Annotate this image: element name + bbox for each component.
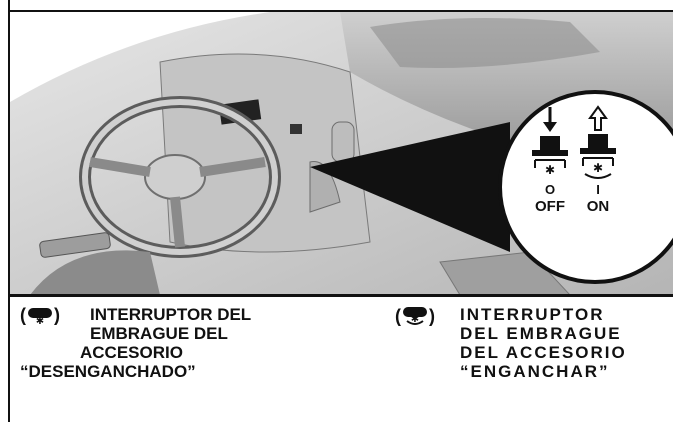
caption-divider (8, 294, 673, 297)
caption-right-line-4: “ENGANCHAR” (460, 362, 610, 381)
svg-text:✱: ✱ (545, 163, 555, 177)
caption-disengaged: ( ✱ ) INTERRUPTOR DEL EMBRAGUE DEL ACCES… (20, 305, 320, 381)
caption-engaged: ( ✱ ) INTERRUPTOR DEL EMBRAGUE DEL ACCES… (395, 305, 665, 381)
caption-left-line-4: “DESENGANCHADO” (20, 362, 196, 381)
caption-left-line-1: INTERRUPTOR DEL (90, 305, 252, 324)
small-indicator (290, 124, 302, 134)
off-label-text: OFF (535, 198, 565, 215)
caption-right-line-2: DEL EMBRAGUE (460, 324, 622, 343)
on-mark-text: I (596, 182, 600, 197)
callout-circle (498, 90, 673, 284)
clutch-engaged-icon: ( ✱ ) (395, 305, 435, 326)
clutch-disengaged-icon: ( ✱ ) (20, 304, 60, 325)
knob-shape (331, 121, 355, 163)
clutch-off-symbol: ✱ O OFF (532, 107, 568, 215)
clutch-on-symbol: ✱ I ON (580, 105, 616, 215)
svg-text:✱: ✱ (593, 161, 603, 175)
caption-left-line-2: EMBRAGUE DEL (90, 324, 228, 343)
svg-text:✱: ✱ (411, 314, 419, 325)
steering-hub (144, 154, 206, 200)
left-lever (39, 232, 111, 258)
mower-dashboard-illustration: ✱ O OFF ✱ I ON (10, 12, 673, 295)
frame-left-border (8, 0, 10, 422)
mower-dashboard-drawing: ✱ O OFF ✱ I ON (10, 12, 673, 295)
caption-left-line-3: ACCESORIO (80, 343, 183, 362)
off-mark-text: O (545, 182, 555, 197)
caption-right-line-3: DEL ACCESORIO (460, 343, 627, 362)
callout-pointer (310, 122, 510, 252)
frame-top-border (8, 10, 673, 12)
caption-right-line-1: INTERRUPTOR (460, 305, 605, 324)
svg-text:✱: ✱ (36, 316, 44, 325)
on-label-text: ON (587, 198, 610, 215)
